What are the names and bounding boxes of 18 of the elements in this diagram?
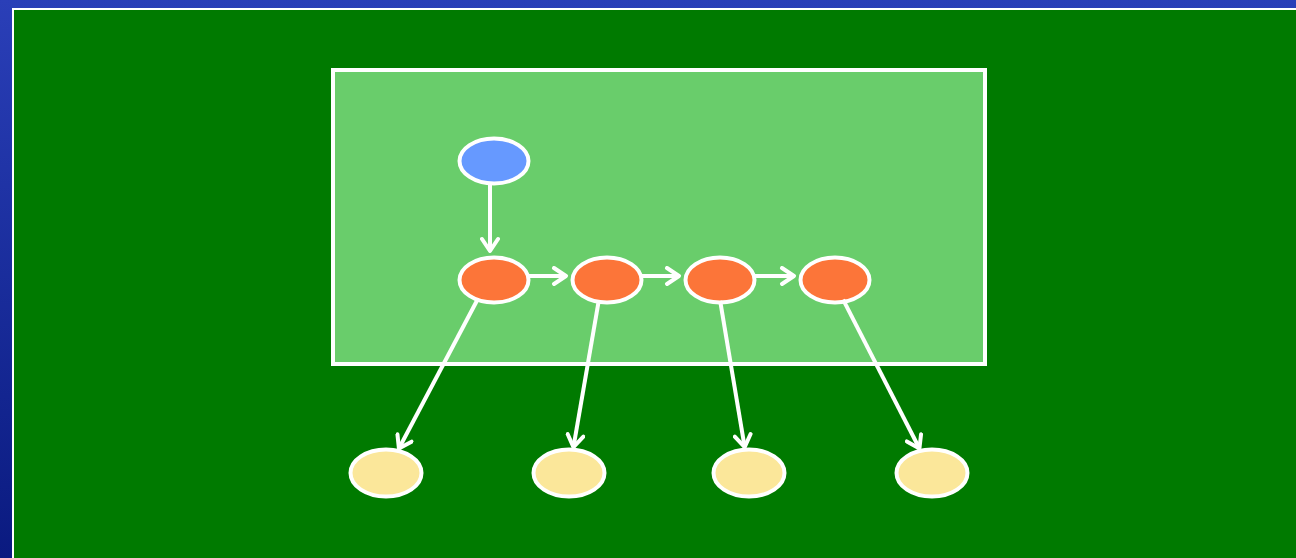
arrow xyxy=(718,300,753,450)
ellipse-node xyxy=(531,447,607,499)
ellipse-node xyxy=(683,255,757,305)
ellipse-node xyxy=(711,447,787,499)
ellipse-node xyxy=(894,447,970,499)
arrow xyxy=(753,266,796,286)
ellipse-node xyxy=(348,447,424,499)
ellipse-node xyxy=(570,255,644,305)
arrow xyxy=(565,300,601,450)
arrow xyxy=(640,266,681,286)
arrow xyxy=(841,298,924,451)
arrow xyxy=(395,298,480,451)
arrow xyxy=(480,182,500,253)
ellipse-node xyxy=(457,255,531,305)
group-box xyxy=(331,68,987,366)
ellipse-node xyxy=(457,136,531,186)
ellipse-node xyxy=(798,255,872,305)
arrow xyxy=(527,266,568,286)
